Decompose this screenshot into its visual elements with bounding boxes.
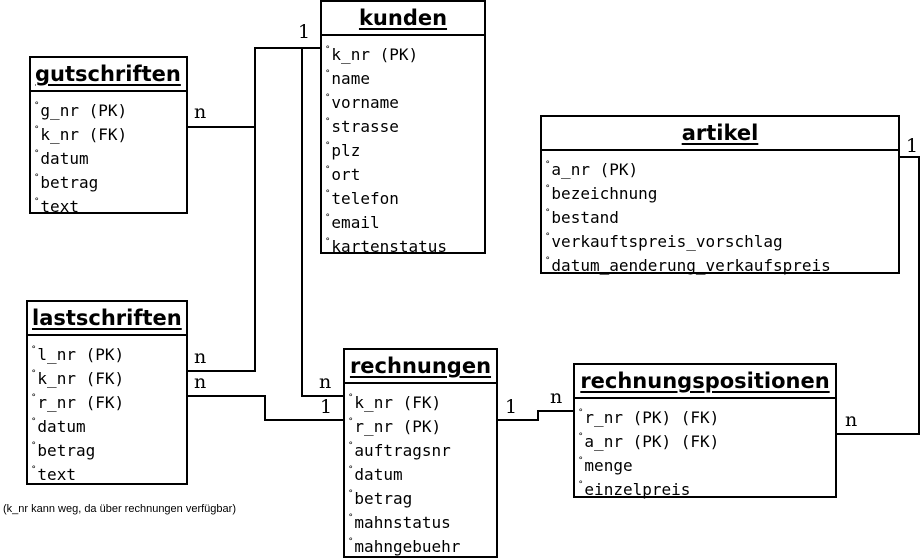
- entity-title: rechnungspositionen: [575, 365, 835, 399]
- entity-lastschriften: lastschriften °l_nr (PK) °k_nr (FK) °r_n…: [26, 300, 188, 485]
- attribute: °text: [34, 197, 79, 216]
- attribute: °verkauftspreis_vorschlag: [545, 232, 783, 251]
- attribute: °betrag: [34, 173, 99, 192]
- cardinality-lastschriften-many-kunden: n: [194, 346, 207, 368]
- attribute: °telefon: [325, 189, 399, 208]
- cardinality-positionen-many-rechnungen: n: [550, 386, 563, 408]
- attribute: °mahnstatus: [348, 513, 451, 532]
- entity-title: artikel: [542, 117, 898, 151]
- attribute: °datum: [34, 149, 89, 168]
- attribute: °plz: [325, 141, 361, 160]
- cardinality-rechnungen-one-positionen: 1: [505, 396, 518, 418]
- attribute: °g_nr (PK): [34, 101, 128, 120]
- attribute: °datum_aenderung_verkaufspreis: [545, 256, 831, 275]
- attribute-list: °a_nr (PK) °bezeichnung °bestand °verkau…: [542, 151, 898, 275]
- attribute-list: °k_nr (FK) °r_nr (PK) °auftragsnr °datum…: [345, 384, 496, 556]
- entity-artikel: artikel °a_nr (PK) °bezeichnung °bestand…: [540, 115, 900, 275]
- cardinality-artikel-one: 1: [906, 135, 919, 157]
- attribute: °l_nr (PK): [31, 345, 125, 364]
- attribute: °einzelpreis: [578, 480, 691, 499]
- attribute: °datum: [31, 417, 86, 436]
- attribute-list: °k_nr (PK) °name °vorname °strasse °plz …: [322, 36, 484, 256]
- attribute: °email: [325, 213, 380, 232]
- line-artikel-positionen: [837, 156, 920, 435]
- entity-title: rechnungen: [345, 350, 496, 384]
- entity-rechnungen: rechnungen °k_nr (FK) °r_nr (PK) °auftra…: [343, 348, 498, 558]
- cardinality-kunden-one: 1: [298, 21, 311, 43]
- cardinality-lastschriften-many-rechnungen: n: [194, 371, 207, 393]
- attribute: °r_nr (PK) (FK): [578, 408, 720, 427]
- attribute: °ort: [325, 165, 361, 184]
- entity-title: lastschriften: [28, 302, 186, 336]
- attribute: °k_nr (FK): [31, 369, 125, 388]
- cardinality-rechnungen-one-lastschriften: 1: [320, 396, 333, 418]
- cardinality-positionen-many-artikel: n: [845, 409, 858, 431]
- attribute-list: °l_nr (PK) °k_nr (FK) °r_nr (FK) °datum …: [28, 336, 186, 484]
- attribute-list: °r_nr (PK) (FK) °a_nr (PK) (FK) °menge °…: [575, 399, 835, 499]
- attribute: °strasse: [325, 117, 399, 136]
- cardinality-gutschriften-many: n: [194, 101, 207, 123]
- attribute: °r_nr (PK): [348, 417, 442, 436]
- attribute: °datum: [348, 465, 403, 484]
- entity-rechnungspositionen: rechnungspositionen °r_nr (PK) (FK) °a_n…: [573, 363, 837, 499]
- annotation-note: (k_nr kann weg, da über rechnungen verfü…: [3, 503, 236, 515]
- attribute: °a_nr (PK) (FK): [578, 432, 720, 451]
- attribute: °k_nr (PK): [325, 45, 419, 64]
- attribute: °a_nr (PK): [545, 160, 639, 179]
- line-kunden-rechnungen: [301, 48, 343, 397]
- attribute: °k_nr (FK): [34, 125, 128, 144]
- attribute: °menge: [578, 456, 633, 475]
- attribute: °kartenstatus: [325, 237, 448, 256]
- line-lastschriften-kunden: [188, 48, 256, 372]
- attribute: °r_nr (FK): [31, 393, 125, 412]
- entity-kunden: kunden °k_nr (PK) °name °vorname °strass…: [320, 0, 486, 256]
- attribute: °vorname: [325, 93, 399, 112]
- attribute: °bestand: [545, 208, 619, 227]
- entity-title: gutschriften: [31, 58, 186, 92]
- entity-title: kunden: [322, 2, 484, 36]
- cardinality-rechnungen-many-kunden: n: [319, 371, 332, 393]
- entity-gutschriften: gutschriften °g_nr (PK) °k_nr (FK) °datu…: [29, 56, 188, 216]
- attribute: °text: [31, 465, 76, 484]
- attribute: °mahngebuehr: [348, 537, 461, 556]
- attribute: °auftragsnr: [348, 441, 451, 460]
- attribute: °name: [325, 69, 370, 88]
- line-rechnungen-positionen: [497, 410, 574, 421]
- line-lastschriften-rechnungen: [188, 395, 343, 421]
- attribute-list: °g_nr (PK) °k_nr (FK) °datum °betrag °te…: [31, 92, 186, 216]
- attribute: °bezeichnung: [545, 184, 658, 203]
- attribute: °betrag: [348, 489, 413, 508]
- attribute: °k_nr (FK): [348, 393, 442, 412]
- attribute: °betrag: [31, 441, 96, 460]
